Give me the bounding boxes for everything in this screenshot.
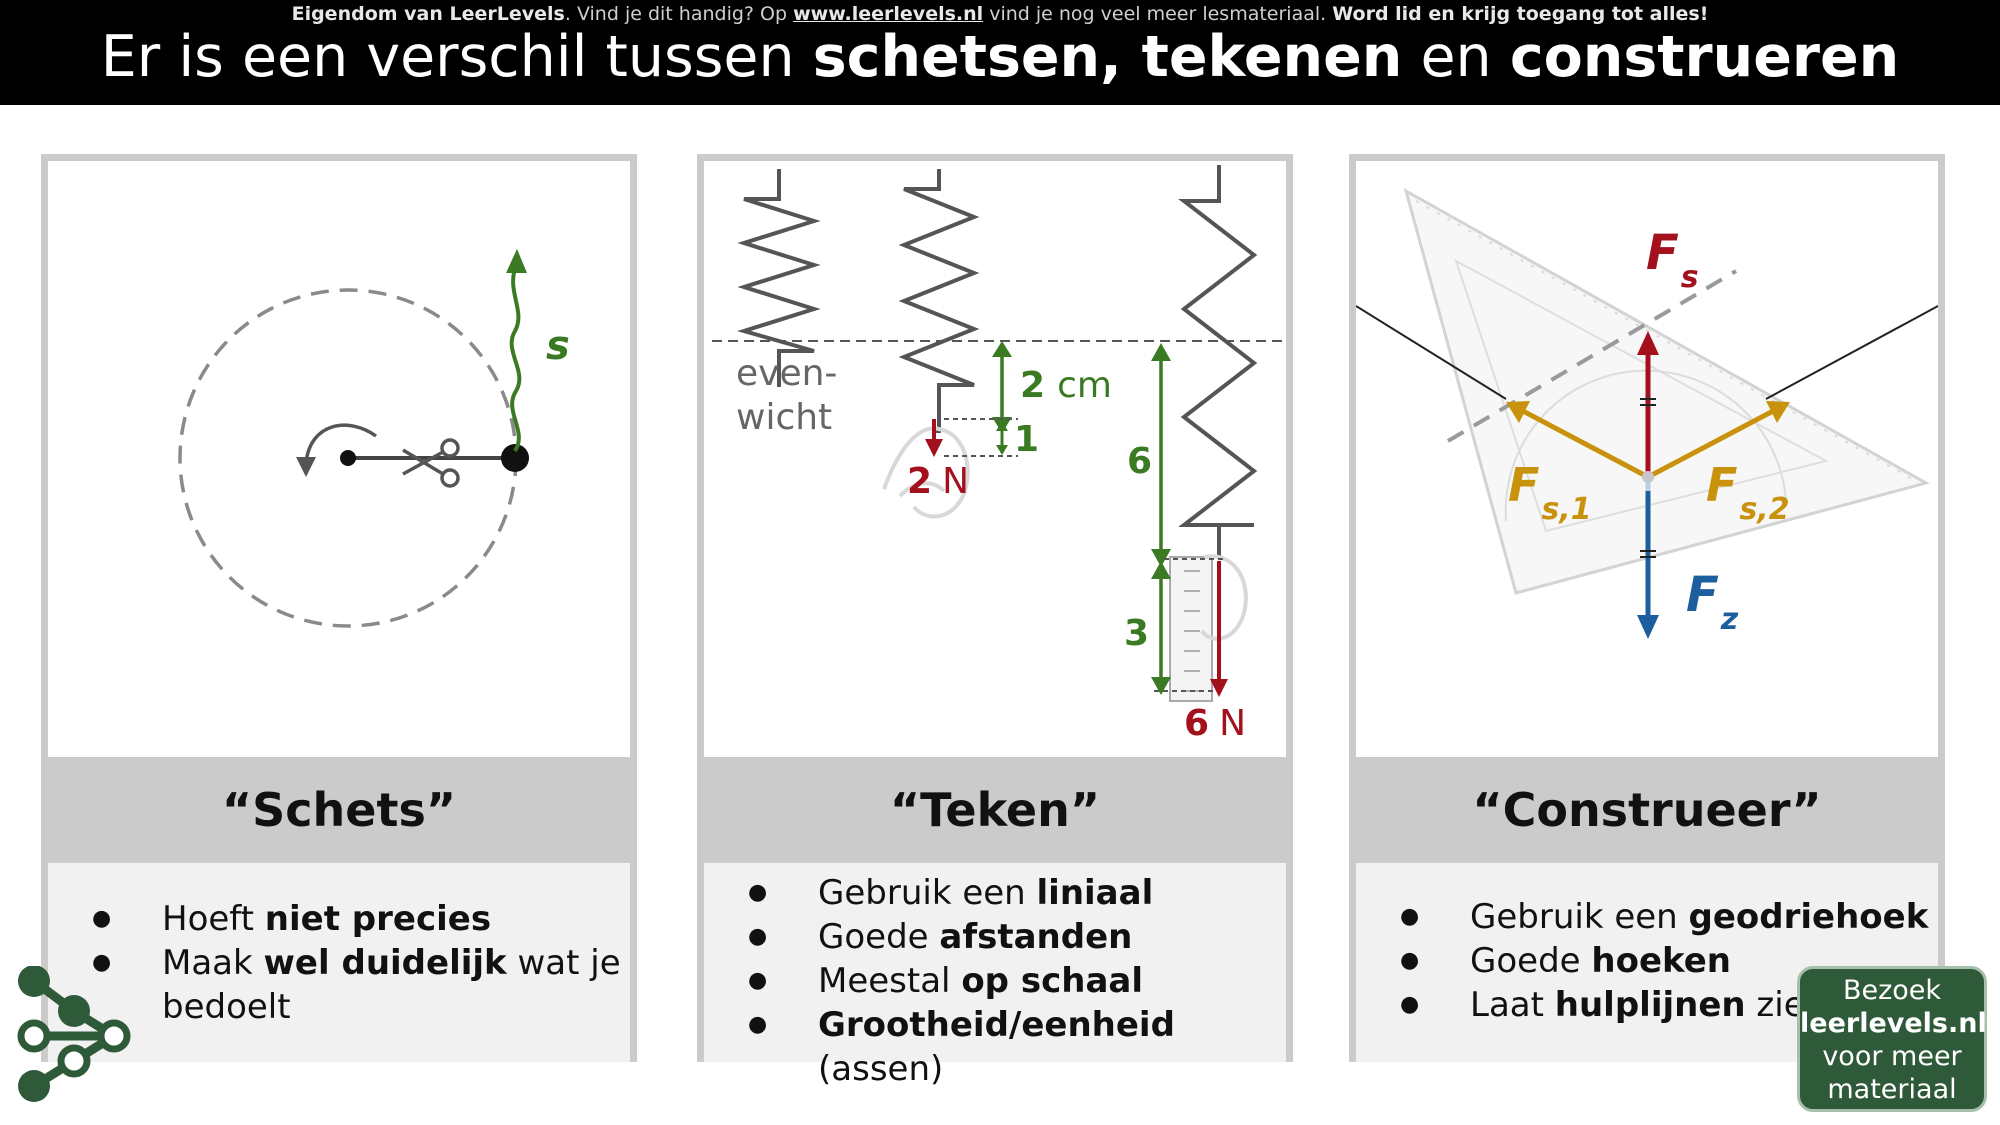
force-arrowhead-Fs — [1637, 331, 1659, 355]
label-s: s — [546, 323, 570, 369]
badge-link[interactable]: leerlevels.nl — [1800, 1008, 1987, 1039]
sketch-figure: s — [178, 249, 570, 628]
notice-cta: Word lid en krijg toegang tot alles! — [1332, 3, 1709, 25]
bullet-item: Hoeft niet precies — [48, 897, 630, 941]
junction-dot — [1642, 471, 1654, 483]
construction-figure: Fs Fs,1 Fs,2 Fz — [1356, 187, 1938, 639]
title-bold-1: schetsen, tekenen — [812, 24, 1403, 90]
panel-construeer: Fs Fs,1 Fs,2 Fz “Construeer” Gebruik een… — [1349, 154, 1945, 1062]
label-Fs: Fs — [1646, 225, 1699, 295]
bullet-item: Meestal op schaal — [704, 959, 1286, 1003]
spring-6N — [1178, 165, 1258, 559]
label-3: 3 — [1124, 613, 1149, 654]
label-evenwicht-2: wicht — [736, 397, 832, 438]
bullet-item: Gebruik een geodriehoek — [1356, 895, 1938, 939]
ownership-notice: Eigendom van LeerLevels. Vind je dit han… — [0, 3, 2000, 25]
badge-line-1: Bezoek — [1842, 975, 1942, 1006]
spring-equilibrium — [737, 169, 821, 387]
label-1: 1 — [1014, 419, 1039, 460]
label-Fs1: Fs,1 — [1508, 458, 1592, 527]
visit-badge[interactable]: Bezoek leerlevels.nl voor meer materiaal — [1797, 966, 1987, 1112]
helper-line-right — [1765, 305, 1938, 400]
title-part-2: en — [1402, 24, 1510, 90]
panel-heading-construeer: “Construeer” — [1356, 757, 1938, 863]
spring-2N — [898, 169, 980, 451]
force-arrowhead-Fs1 — [1506, 401, 1530, 423]
velocity-arrowhead — [506, 249, 527, 273]
title-bold-2: construeren — [1509, 24, 1900, 90]
helper-line-diagonal — [1446, 269, 1738, 443]
dim-arrowheads-1 — [996, 421, 1008, 455]
header-bar: Eigendom van LeerLevels. Vind je dit han… — [0, 0, 2000, 105]
label-6: 6 — [1127, 441, 1152, 482]
helper-line-left — [1356, 305, 1507, 400]
velocity-wavy-arrow — [509, 265, 522, 453]
rotation-arrowhead — [296, 457, 316, 477]
bullet-item: Maak wel duidelijk wat je bedoelt — [48, 941, 630, 1029]
notice-owner: Eigendom van LeerLevels — [291, 3, 565, 25]
panel-heading-schets: “Schets” — [48, 757, 630, 863]
bullet-item: Goede afstanden — [704, 915, 1286, 959]
label-evenwicht-1: even- — [736, 353, 837, 394]
mass-dot — [501, 444, 529, 472]
rotation-arrow — [304, 423, 378, 464]
notice-link[interactable]: www.leerlevels.nl — [793, 3, 984, 25]
title-part-1: Er is een verschil tussen — [100, 24, 813, 90]
bullet-item: Goede hoeken — [1356, 939, 1938, 983]
notice-text-2: vind je nog veel meer lesmateriaal. — [983, 3, 1333, 25]
page-title: Er is een verschil tussen schetsen, teke… — [0, 22, 2000, 92]
force-arrowhead-6N — [1210, 679, 1228, 697]
bullet-item: Grootheid/eenheid (assen) — [704, 1003, 1286, 1091]
force-arrow-Fs1 — [1519, 407, 1650, 480]
badge-line-3: voor meer — [1822, 1041, 1962, 1072]
force-arrowhead-Fs2 — [1766, 401, 1790, 423]
label-Fs2: Fs,2 — [1706, 458, 1790, 527]
center-dot — [340, 450, 356, 466]
equal-length-ticks — [1640, 398, 1656, 558]
notice-text-1: . Vind je dit handig? Op — [564, 3, 794, 25]
bullet-item: Gebruik een liniaal — [704, 871, 1286, 915]
bullet-item: Laat hulplijnen zien — [1356, 983, 1938, 1027]
label-Fz: Fz — [1686, 567, 1739, 637]
badge-line-4: materiaal — [1827, 1074, 1957, 1105]
hand-sketch-icon — [882, 426, 970, 519]
leerlevels-logo-icon — [17, 966, 131, 1102]
force-arrowhead-Fz — [1637, 615, 1659, 639]
ruler-icon — [1169, 556, 1213, 702]
panel-heading-teken: “Teken” — [704, 757, 1286, 863]
panel-schets: s “Schets” Hoeft niet precies Maak wel d… — [41, 154, 637, 1062]
bullets-schets: Hoeft niet precies Maak wel duidelijk wa… — [48, 863, 630, 1062]
scissors-icon — [402, 438, 460, 488]
hand-sketch-icon-2 — [1200, 554, 1248, 641]
bullets-teken: Gebruik een liniaal Goede afstanden Mees… — [704, 863, 1286, 1089]
force-arrowhead-2N — [925, 439, 943, 457]
force-arrow-Fs2 — [1646, 407, 1777, 480]
